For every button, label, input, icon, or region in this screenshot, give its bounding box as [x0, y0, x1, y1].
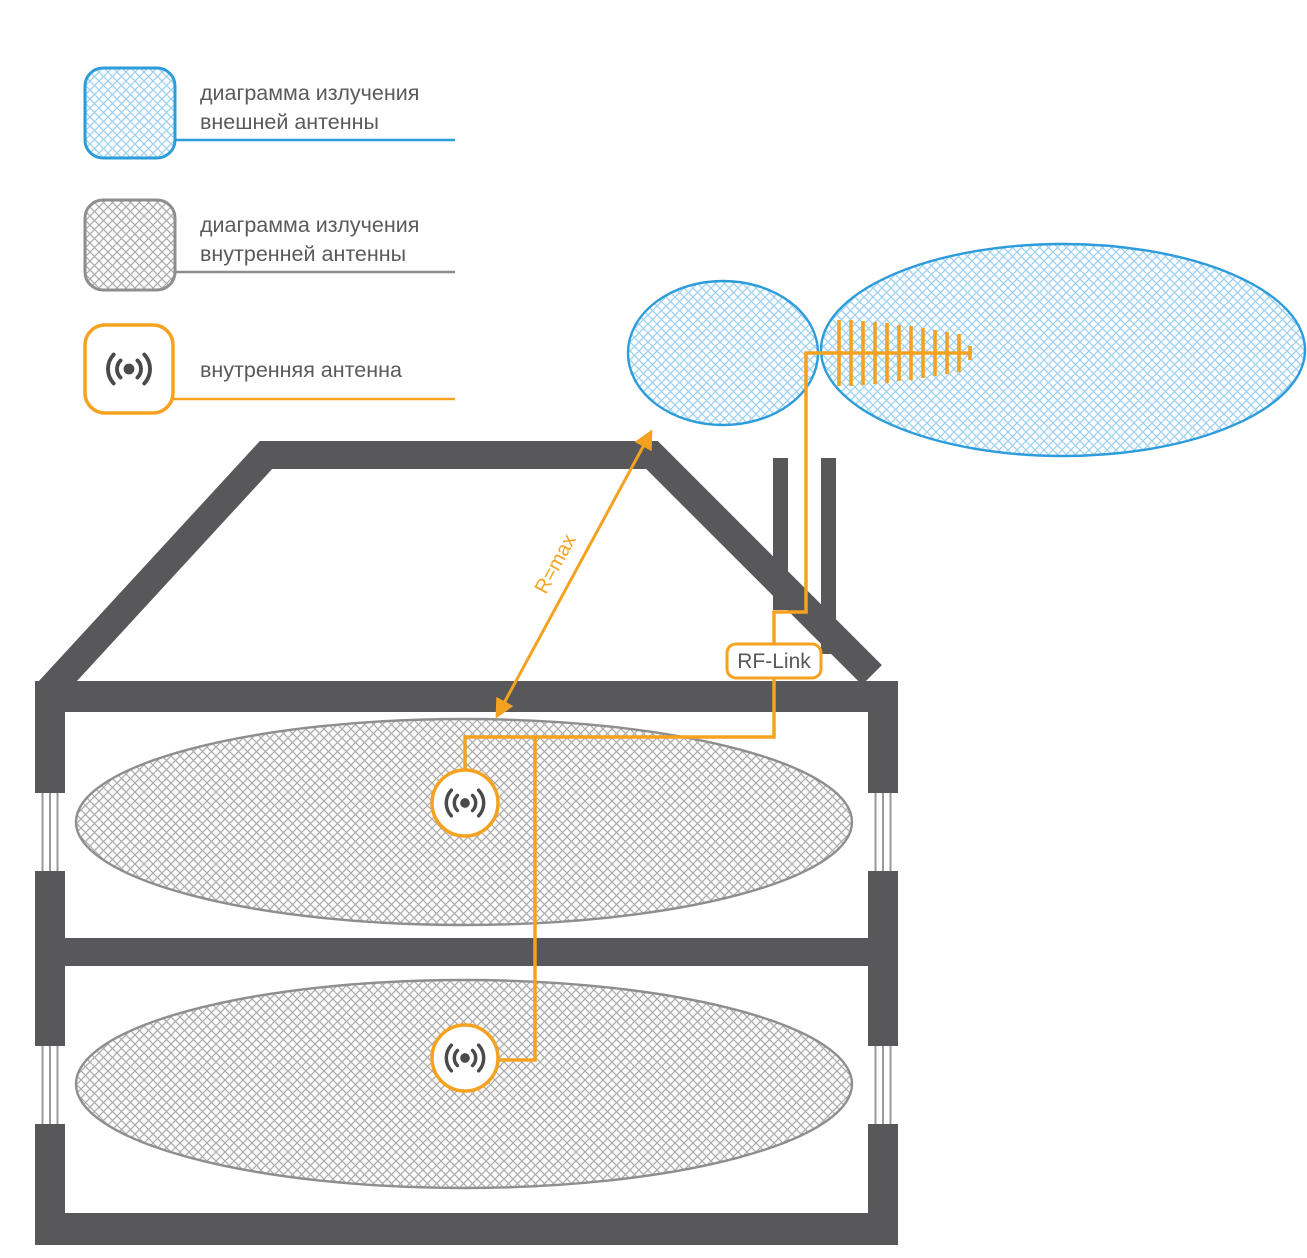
outdoor-pattern-back-lobe: [626, 279, 820, 427]
legend-item-external-pattern: диаграмма излучения внешней антенны: [83, 66, 455, 160]
cable-rflink-to-floor1: [463, 677, 776, 771]
legend-label-line1: диаграмма излучения: [200, 81, 419, 105]
outdoor-pattern-main-lobe: [819, 242, 1307, 458]
r-max-label: R=max: [531, 531, 581, 598]
legend-item-indoor-antenna: внутренняя антенна: [83, 323, 455, 415]
left-wall: [35, 681, 65, 1245]
legend-label-line2: внутренней антенны: [200, 242, 406, 266]
rf-link: RF-Link: [725, 642, 823, 680]
legend-label-line2: внешней антенны: [200, 110, 379, 134]
roof: [35, 441, 882, 704]
indoor-antenna-floor2: [430, 1023, 500, 1093]
window-floor2-right: [868, 1046, 898, 1124]
outdoor-yagi-antenna-icon: [820, 320, 972, 386]
legend-item-internal-pattern: диаграмма излучения внутренней антенны: [83, 198, 455, 292]
rf-link-box: [725, 642, 823, 680]
cable-outdoor-to-rflink: [772, 351, 820, 645]
window-louvers: [41, 1046, 59, 1124]
r-max-arrow: [495, 429, 653, 719]
legend: диаграмма излучения внешней антенны диаг…: [83, 66, 455, 415]
cable-to-floor2: [498, 737, 537, 1062]
bottom-slab: [35, 1213, 898, 1245]
right-wall: [868, 681, 898, 1245]
rf-cabling: [463, 351, 820, 1062]
window-floor1-left: [35, 793, 65, 871]
window-louvers: [874, 1046, 892, 1124]
window-louvers: [874, 793, 892, 871]
window-floor1-right: [868, 793, 898, 871]
r-max-annotation: R=max: [495, 429, 653, 719]
window-floor2-left: [35, 1046, 65, 1124]
legend-label-line1: диаграмма излучения: [200, 213, 419, 237]
outdoor-radiation-pattern: [626, 242, 1307, 458]
chimney-right-wall: [821, 458, 836, 654]
yagi-elements: [837, 320, 972, 386]
legend-label-line1: внутренняя антенна: [200, 358, 402, 382]
internal-pattern-swatch-icon: [83, 198, 177, 292]
mid-floor-slab: [65, 938, 868, 966]
external-pattern-swatch-icon: [83, 66, 177, 160]
ceiling-slab: [35, 681, 898, 712]
window-louvers: [41, 793, 59, 871]
indoor-antenna-floor1: [430, 768, 500, 838]
rf-link-label: RF-Link: [737, 650, 811, 673]
house: [35, 441, 898, 1245]
